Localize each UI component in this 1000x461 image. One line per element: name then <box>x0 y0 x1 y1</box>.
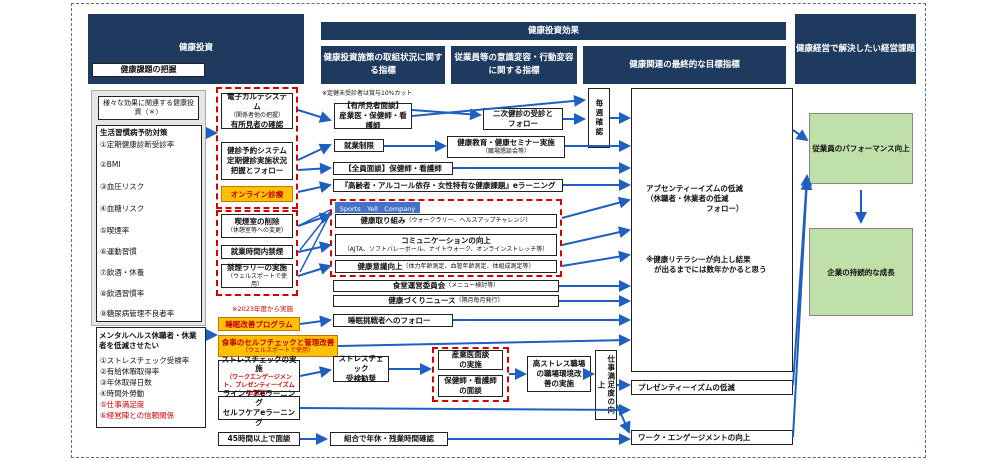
meal-check: 食事のセルフチェックと管理改善（ウェルスポートで使用） <box>218 335 338 357</box>
smoke-room-box: 喫煙室の削除（休憩室等への変更） <box>221 214 293 238</box>
flow-arrow <box>792 129 809 142</box>
flow-arrow <box>299 366 332 378</box>
lifestyle-item: ①定期健康診断受診率 <box>100 140 175 149</box>
flow-arrow <box>411 94 586 117</box>
elearning-issue-box: 『高齢者・アルコール依存・女性特有な健康課題』eラーニング <box>333 179 563 192</box>
online-clinic: オンライン診療 <box>221 186 293 202</box>
flow-arrow <box>337 334 631 347</box>
awareness-up-box: 健康意識向上（体力年齢測定、血管年齢測定、体組成測定等） <box>335 260 557 273</box>
doctor-interview: 産業医面談の実施 <box>438 350 503 370</box>
sleep-program: 睡眠改善プログラム <box>218 317 300 331</box>
flow-arrow <box>297 109 332 123</box>
food-box: 食堂運営委員会（メニュー検討等） <box>333 280 559 292</box>
dashed-group-interviews <box>432 347 509 402</box>
absenteeism-box: アブセンティーイズムの低減 （休職者・休業者の低減 フォロー） ※健康リテラシー… <box>631 88 793 372</box>
lifestyle-item: ⑦飲酒・休養 <box>100 268 145 277</box>
lifestyle-title: 生活習慣病予防対策 <box>100 128 168 137</box>
dashed-group-smoke <box>216 210 298 296</box>
flow-arrow <box>299 403 631 416</box>
lifestyle-item: ⑨糖尿病管理不良者率 <box>100 309 175 318</box>
sports-label: Sports Yell Company <box>335 202 420 213</box>
header-issues: 健康経営で解決したい経営課題 <box>795 14 916 84</box>
header-grasp: 健康課題の把握 <box>92 63 205 77</box>
flow-arrow <box>297 241 332 253</box>
elearning-box: ラインケアeラーニングセルフケアeラーニング <box>218 389 300 427</box>
mental-item: ①ストレスチェック受検率 <box>100 356 190 365</box>
all-interview-box: 【全員面談】保健師・看護師 <box>333 162 453 175</box>
mental-title: メンタルヘルス休職者・休業者を低減させたい <box>99 331 197 350</box>
stress-check-recommend: ストレスチェック受検勧奨 <box>333 354 389 383</box>
engagement-box: ワーク・エンゲージメントの向上 <box>631 430 793 445</box>
flow-arrow <box>792 178 813 438</box>
mental-item: ④時間外勞動 <box>100 389 145 398</box>
flow-arrow-back <box>299 213 331 273</box>
weekly-check: 毎週確認 <box>588 88 610 148</box>
nonsmoke-rally-box: 禁煙ラリーの実施（ウェルスポートで使用） <box>221 263 293 288</box>
left-panel-title: 様々な効果に関連する健康投資（＊） <box>98 96 199 120</box>
flow-arrow <box>561 226 631 246</box>
header-awareness: 従業員等の意識変容・行動変容に関する指標 <box>451 46 577 84</box>
comm-box: コミュニケーションの向上（AJTA、ソフトバレーボール、ナイトウォーク、オンライ… <box>335 234 557 256</box>
header-final: 健康関連の最終的な目標指標 <box>583 46 786 84</box>
smoke-time-box: 就業時間内禁煙 <box>221 245 293 259</box>
sleep-follow-box: 睡眠挑戦者へのフォロー <box>333 314 453 327</box>
mental-item: ③年休取得日数 <box>100 378 152 387</box>
ekarte-box: 電子カルテシステム（関係者他の把握）有所見者の確認 <box>221 92 293 129</box>
note-2023: ※2023年度から実施 <box>232 305 293 313</box>
second-check-box: 二次健診の受診とフォロー <box>483 108 563 130</box>
education-box: 健康教育・健康セミナー実施（職場懇談会等） <box>447 136 565 158</box>
note-bonus: ※定健未受診者は賞与10%カット <box>322 90 413 97</box>
growth-box: 企業の持続的な成長 <box>809 228 913 316</box>
flow-arrow <box>297 263 332 277</box>
interview-box: 【有所見者面談】産業医・保健師・看護師 <box>334 101 412 130</box>
lifestyle-item: ④血糖リスク <box>100 204 145 213</box>
lifestyle-item: ⑥運動習慣 <box>100 247 137 256</box>
flow-arrow-back <box>299 211 331 251</box>
mental-box <box>96 327 206 428</box>
lifestyle-item: ③血圧リスク <box>100 182 145 191</box>
header-action: 健康投資施策の取組状況に関する指標 <box>321 46 445 84</box>
kenshin-box: 健診予約システム定期健診実施状況把握とフォロー <box>221 142 293 180</box>
performance-box: 従業員のパフォーマンス向上 <box>809 113 913 184</box>
stress-check-box: ストレスチェックの実施（ワークエンゲージメント、プレゼンティーイズムの測定） <box>218 355 300 397</box>
flow-arrow <box>297 181 332 193</box>
over45-box: 45時間以上で面談 <box>218 432 300 446</box>
flow-arrow <box>616 404 631 434</box>
flow-arrow-back <box>299 209 331 226</box>
lifestyle-item: ⑧飲酒習慣率 <box>100 289 145 298</box>
news-box: 健康づくりニュース（隔月毎月発行） <box>333 295 559 307</box>
mental-item: ②有給休暇取得率 <box>100 367 160 376</box>
job-satisfaction: 仕事満足度の向上 <box>595 350 617 420</box>
restrict-box: 就業制限 <box>334 139 384 152</box>
high-stress-box: 高ストレス職場の職場環境改善の実施 <box>527 356 591 392</box>
overtime-box: 組合で年休・残業時間確認 <box>330 432 448 446</box>
mental-item: ⑥経営陣との信頼関係 <box>100 411 175 420</box>
outer-frame <box>71 3 926 458</box>
dashed-group-sports <box>330 199 562 277</box>
flow-arrow <box>561 196 631 219</box>
flow-arrow <box>297 162 332 175</box>
nurse-interview: 保健師・看護師の面談 <box>438 375 503 397</box>
dashed-group-ekarte <box>216 87 298 209</box>
header-effect: 健康投資効果 <box>321 22 786 40</box>
lifestyle-box <box>96 125 202 322</box>
lifestyle-item: ②BMI <box>100 160 121 169</box>
presenteeism-box: プレゼンティーイズムの低減 <box>631 380 793 395</box>
flow-arrow <box>299 315 332 328</box>
flow-arrow <box>561 250 631 267</box>
flow-arrow <box>297 143 332 161</box>
effort-box: 健康取り組み（ウォークラリー、ヘルスアップチャレンジ） <box>335 214 557 228</box>
lifestyle-item: ⑤喫煙率 <box>100 226 130 235</box>
mental-item: ⑤仕事満足度 <box>100 400 145 409</box>
